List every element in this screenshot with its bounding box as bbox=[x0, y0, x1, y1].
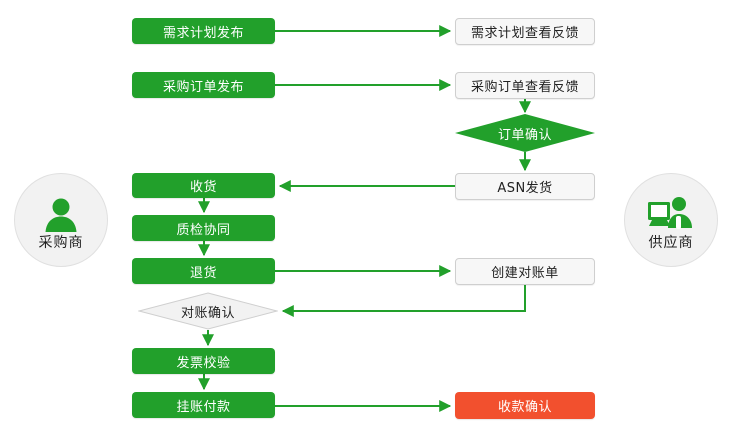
actor-supplier-label: 供应商 bbox=[648, 234, 694, 251]
node-order-confirm-label: 订单确认 bbox=[497, 127, 552, 143]
node-create-statement[interactable]: 创建对账单 bbox=[455, 258, 595, 285]
node-purchase-order-publish[interactable]: 采购订单发布 bbox=[132, 72, 275, 98]
node-statement-confirm[interactable]: 对账确认 bbox=[138, 292, 278, 330]
node-purchase-order-feedback[interactable]: 采购订单查看反馈 bbox=[455, 72, 595, 99]
node-quality-check[interactable]: 质检协同 bbox=[132, 215, 275, 241]
node-invoice-verify[interactable]: 发票校验 bbox=[132, 348, 275, 374]
node-asn-shipment[interactable]: ASN发货 bbox=[455, 173, 595, 200]
person-at-computer-icon bbox=[646, 191, 696, 235]
node-payable-payment[interactable]: 挂账付款 bbox=[132, 392, 275, 418]
actor-buyer[interactable]: 采购商 bbox=[14, 173, 108, 267]
node-demand-plan-feedback[interactable]: 需求计划查看反馈 bbox=[455, 18, 595, 45]
node-order-confirm[interactable]: 订单确认 bbox=[455, 114, 595, 152]
node-statement-confirm-label: 对账确认 bbox=[180, 305, 235, 321]
actor-buyer-label: 采购商 bbox=[38, 234, 84, 251]
person-icon bbox=[41, 191, 81, 235]
node-payment-confirm[interactable]: 收款确认 bbox=[455, 392, 595, 419]
actor-supplier[interactable]: 供应商 bbox=[624, 173, 718, 267]
node-receive-goods[interactable]: 收货 bbox=[132, 173, 275, 198]
node-return-goods[interactable]: 退货 bbox=[132, 258, 275, 284]
edge-statement-to-reconcile bbox=[281, 284, 526, 317]
node-demand-plan-publish[interactable]: 需求计划发布 bbox=[132, 18, 275, 44]
